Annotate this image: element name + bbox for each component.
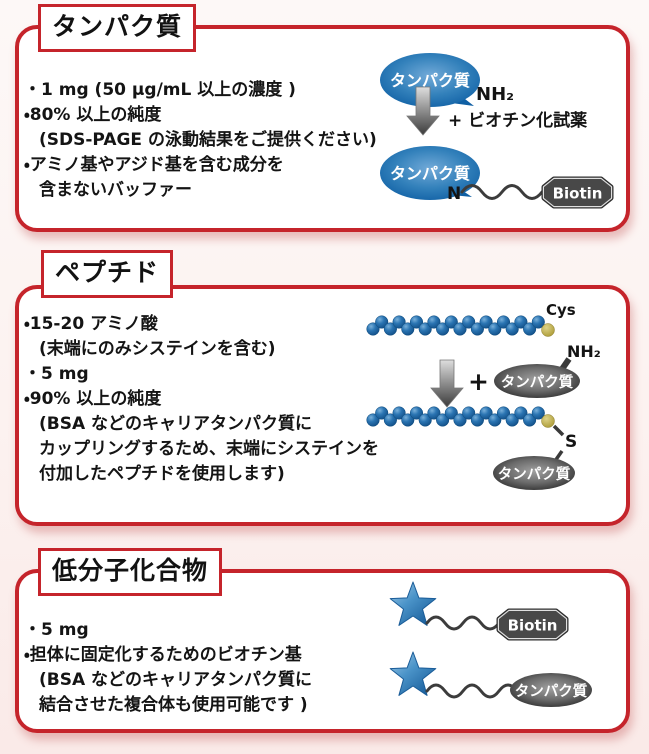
cysteine-bead (541, 323, 555, 337)
star-icon (389, 651, 437, 696)
bullet-line: (BSA などのキャリアタンパク質に (39, 670, 313, 690)
bullet-line: ・80% 以上の純度 (24, 105, 162, 125)
carrier-label: タンパク質 (515, 682, 588, 700)
bullet-line: ・15-20 アミノ酸 (24, 314, 158, 334)
carrier-label: タンパク質 (498, 465, 571, 483)
n-terminus-label: N (447, 184, 461, 204)
biotin-reagent-label: + ビオチン化試薬 (448, 111, 587, 131)
protein-ellipse (380, 53, 480, 107)
carrier-protein-bubble: タンパク質 (510, 673, 592, 707)
carrier-ellipse (494, 364, 580, 398)
peptide-requirements-list: ・15-20 アミノ酸 (末端にのみシステインを含む) ・5 mg ・90% 以… (24, 312, 379, 487)
biotin-label: Biotin (508, 617, 558, 635)
bullet-line: ・1 mg (50 μg/mL 以上の濃度 ) (24, 80, 296, 100)
bond-line (552, 424, 565, 437)
protein-panel (15, 25, 630, 232)
bullet-line: 付加したペプチドを使用します) (39, 464, 285, 484)
wavy-linker (425, 615, 501, 631)
biotin-badge: Biotin (496, 608, 569, 641)
protein-biotinylation-diagram: タンパク質 NH₂ + ビオチン化試薬 タンパク質 N Biotin (380, 53, 614, 209)
bullet-line: 結合させた複合体も使用可能です ) (39, 695, 308, 715)
plus-label: + (468, 367, 489, 396)
protein-panel-title: タンパク質 (38, 4, 197, 52)
protein-label: タンパク質 (390, 164, 470, 183)
bullet-line: カップリングするため、末端にシステインを (39, 439, 379, 459)
bullet-line: ・90% 以上の純度 (24, 389, 162, 409)
arrow-down-icon (430, 359, 464, 408)
carrier-ellipse (493, 456, 575, 490)
biotin-label: Biotin (553, 185, 603, 203)
arrow-down-icon (406, 86, 440, 136)
nh2-label: NH₂ (476, 84, 514, 105)
bullet-line: (末端にのみシステインを含む) (39, 339, 276, 359)
carrier-label: タンパク質 (501, 373, 574, 391)
bullet-line: ・5 mg (24, 620, 89, 640)
carrier-protein-bubble-top: タンパク質 (494, 357, 580, 398)
carrier-protein-bubble-bottom: タンパク質 (493, 456, 575, 490)
protein-bubble-bottom: タンパク質 (380, 146, 480, 200)
small-molecule-diagram: Biotin タンパク質 (389, 581, 592, 707)
bullet-line: ・担体に固定化するためのビオチン基 (24, 645, 302, 665)
peptide-panel-title: ペプチド (41, 250, 174, 298)
biotin-badge: Biotin (541, 176, 614, 209)
bullet-line: (SDS-PAGE の泳動結果をご提供ください) (39, 130, 377, 150)
bullet-line: ・アミノ基やアジド基を含む成分を (24, 155, 284, 175)
peptide-bead-chain (366, 315, 555, 337)
bullet-line: 含まないバッファー (39, 180, 192, 200)
small-molecule-panel-title: 低分子化合物 (38, 548, 223, 596)
bullet-line: ・5 mg (24, 364, 89, 384)
peptide-coupling-diagram: Cys + タンパク質 NH₂ S (366, 301, 601, 490)
peptide-bead-chain (366, 406, 555, 428)
star-icon (389, 581, 437, 626)
small-molecule-panel (15, 569, 630, 733)
nh2-label: NH₂ (567, 342, 601, 361)
protein-requirements-list: ・1 mg (50 μg/mL 以上の濃度 ) ・80% 以上の純度 (SDS-… (24, 78, 377, 203)
bullet-line: (BSA などのキャリアタンパク質に (39, 414, 313, 434)
carrier-ellipse (510, 673, 592, 707)
s-label: S (565, 432, 577, 452)
cys-label: Cys (546, 301, 576, 319)
protein-label: タンパク質 (390, 71, 470, 90)
wavy-linker (460, 184, 544, 200)
wavy-linker (425, 683, 519, 699)
protein-bubble-top: タンパク質 (380, 53, 480, 107)
small-molecule-requirements-list: ・5 mg ・担体に固定化するためのビオチン基 (BSA などのキャリアタンパク… (24, 618, 312, 718)
protein-ellipse (380, 146, 480, 200)
